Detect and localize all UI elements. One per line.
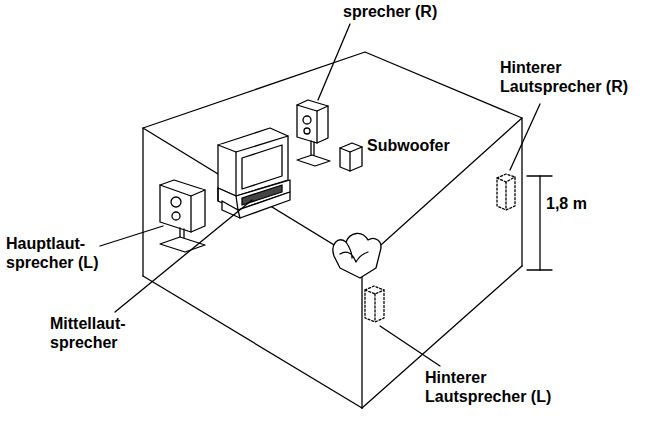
speaker-label: Subwoofer — [367, 136, 477, 155]
front-speaker-left — [160, 180, 205, 252]
speaker-label: Mittellaut- sprecher — [50, 314, 150, 352]
room-outline — [143, 52, 522, 262]
speaker-label: Hauptlaut- sprecher (L) — [6, 234, 102, 272]
room-edge — [361, 262, 362, 408]
front-speaker-right — [297, 100, 330, 166]
height-dimension — [527, 176, 552, 270]
speaker-label: sprecher (R) — [343, 2, 503, 21]
room-edge — [143, 276, 362, 408]
armchair — [333, 233, 381, 278]
rear-speaker-right — [497, 174, 515, 210]
tv-rack — [218, 180, 290, 218]
room-edge — [362, 266, 522, 408]
leader-line — [100, 24, 540, 366]
speaker-label: Hinterer Lautsprecher (R) — [500, 58, 640, 96]
room-edge — [521, 118, 522, 266]
rear-speaker-left — [365, 286, 384, 322]
subwoofer-box — [340, 143, 362, 171]
center-speaker — [242, 185, 282, 205]
dimension-label: 1,8 m — [546, 194, 616, 213]
speaker-label: Hinterer Lautsprecher (L) — [425, 368, 575, 406]
room-edge — [142, 128, 143, 276]
